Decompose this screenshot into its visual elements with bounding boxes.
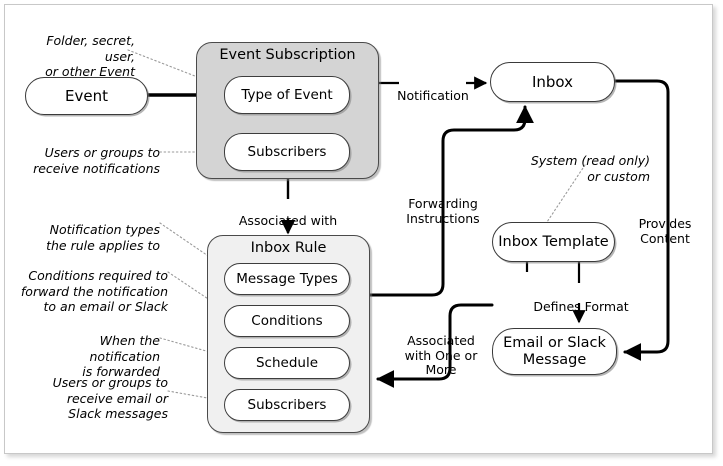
pill-schedule[interactable]: Schedule — [224, 347, 350, 379]
pill-type-of-event[interactable]: Type of Event — [224, 76, 350, 114]
pill-subscribers-inbox-rule-label: Subscribers — [247, 397, 327, 413]
container-event-subscription-title: Event Subscription — [219, 47, 356, 63]
node-email-or-slack-message-label: Email or Slack Message — [503, 335, 606, 368]
annotation-schedule: When the notification is forwarded — [82, 333, 160, 379]
pill-subscribers-inbox-rule[interactable]: Subscribers — [224, 389, 350, 421]
node-inbox[interactable]: Inbox — [490, 62, 615, 102]
edge-label-provides-content: Provides Content — [638, 216, 692, 246]
pill-conditions-label: Conditions — [251, 313, 323, 329]
annotation-type-of-event: Folder, secret, user, or other Event — [45, 33, 135, 79]
pill-type-of-event-label: Type of Event — [241, 87, 333, 103]
node-email-or-slack-message[interactable]: Email or Slack Message — [492, 328, 617, 375]
pill-message-types[interactable]: Message Types — [224, 263, 350, 295]
node-inbox-template[interactable]: Inbox Template — [492, 222, 615, 262]
annotation-subscribers-inbox-rule: Users or groups to receive email or Slac… — [52, 375, 168, 421]
pill-subscribers-event-subscription[interactable]: Subscribers — [224, 133, 350, 171]
edge-label-notification: Notification — [397, 88, 469, 104]
pill-subscribers-event-subscription-label: Subscribers — [247, 144, 327, 160]
node-event-label: Event — [65, 86, 108, 105]
annotation-inbox-template: System (read only) or custom — [530, 153, 650, 184]
pill-conditions[interactable]: Conditions — [224, 305, 350, 337]
node-inbox-label: Inbox — [531, 72, 574, 91]
pill-schedule-label: Schedule — [255, 355, 319, 371]
node-event[interactable]: Event — [25, 77, 148, 115]
edge-label-associated-with-one-or-more: Associated with One or More — [404, 333, 478, 378]
edge-label-associated-with: Associated with — [238, 213, 338, 229]
edge-label-forwarding-instructions: Forwarding Instructions — [406, 196, 480, 226]
annotation-message-types: Notification types the rule applies to — [46, 222, 160, 253]
annotation-subscribers-event-subscription: Users or groups to receive notifications — [33, 145, 160, 176]
edge-label-defines-format: Defines Format — [533, 299, 629, 315]
pill-message-types-label: Message Types — [236, 271, 338, 287]
annotation-conditions: Conditions required to forward the notif… — [20, 268, 168, 314]
node-inbox-template-label: Inbox Template — [498, 233, 609, 250]
container-inbox-rule-title: Inbox Rule — [250, 240, 327, 256]
